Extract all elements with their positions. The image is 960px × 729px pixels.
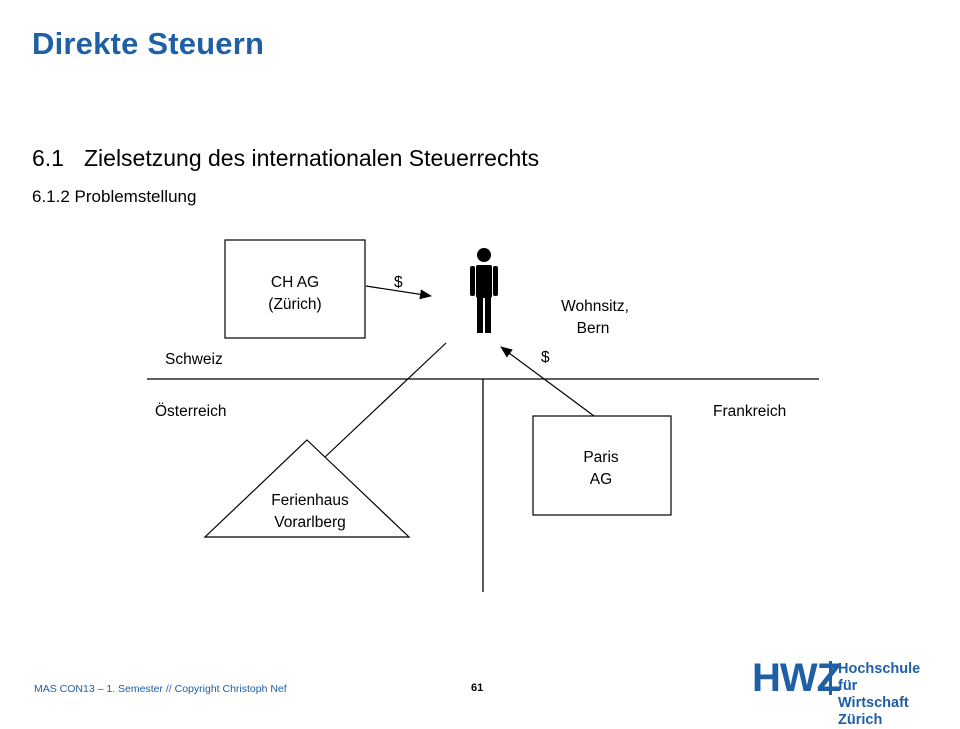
section-heading: 6.1 Zielsetzung des internationalen Steue… xyxy=(32,145,539,172)
dollar-label-1: $ xyxy=(394,274,403,291)
arrow-ch-to-person xyxy=(365,285,432,300)
section-number: 6.1 xyxy=(32,145,64,171)
arrow-paris-to-person xyxy=(500,346,595,417)
ch-ag-box xyxy=(224,239,366,339)
logo-divider xyxy=(829,661,832,695)
link-holiday-home-to-person xyxy=(324,342,447,458)
holiday-home-triangle xyxy=(203,439,411,538)
holiday-home-label-line2: Vorarlberg xyxy=(274,514,346,531)
holiday-home-label-line1: Ferienhaus xyxy=(271,492,349,509)
section-title: Zielsetzung des internationalen Steuerre… xyxy=(84,145,540,171)
paris-ag-label-line2: AG xyxy=(590,471,612,488)
footer-copyright: MAS CON13 – 1. Semester // Copyright Chr… xyxy=(34,683,287,695)
logo-line2: Wirtschaft Zürich xyxy=(838,695,909,728)
logo-line1: Hochschule für xyxy=(838,661,921,694)
paris-ag-label-line1: Paris xyxy=(583,449,619,466)
ch-ag-label-line1: CH AG xyxy=(271,274,319,291)
hwz-logo: HWZ Hochschule für Wirtschaft Zürich xyxy=(752,656,932,728)
ch-ag-label-line2: (Zürich) xyxy=(268,296,321,313)
logo-acronym: HWZ xyxy=(752,656,841,700)
logo-school-name: Hochschule für Wirtschaft Zürich xyxy=(838,661,932,729)
country-label-austria: Österreich xyxy=(155,402,227,420)
residence-label-line1: Wohnsitz, xyxy=(561,298,629,315)
slide-title: Direkte Steuern xyxy=(32,26,265,61)
subsection-heading: 6.1.2 Problemstellung xyxy=(32,187,197,206)
residence-label-line2: Bern xyxy=(577,320,610,337)
paris-ag-box xyxy=(532,415,672,516)
country-label-france: Frankreich xyxy=(713,403,786,420)
person-icon xyxy=(470,248,498,333)
page-number: 61 xyxy=(471,682,484,694)
dollar-label-2: $ xyxy=(541,349,550,366)
country-label-switzerland: Schweiz xyxy=(165,351,223,368)
